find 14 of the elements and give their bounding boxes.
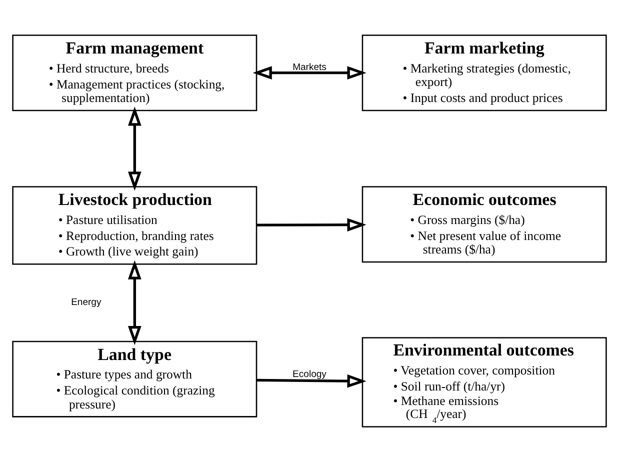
node-box: Environmental outcomes • Vegetation cover, composition • Soil run-off (t/ha/yr) • Methane emissions (CH$_{4}$/year) — [362, 337, 607, 428]
edge-label: Markets — [292, 62, 326, 73]
node-box: Land type • Pasture types and growth • Ecological condition (grazing pressure) — [12, 340, 258, 418]
arrow — [128, 106, 142, 191]
edge-label: Energy — [71, 297, 102, 308]
node-box: Farm marketing • Marketing strategies (domestic, export) • Input costs and product prices — [362, 34, 607, 112]
node-box: Economic outcomes • Gross margins ($/ha) • Net present value of income streams ($/ha) — [362, 186, 607, 263]
arrow — [256, 374, 366, 388]
arrow — [256, 218, 366, 232]
node-box: Livestock production • Pasture utilisation • Reproduction, branding rates • Growth (live weight gain) — [12, 186, 258, 265]
edge-label: Ecology — [292, 369, 326, 380]
node-box: Farm management • Herd structure, breeds • Management practices (stocking, supplementation) — [12, 34, 258, 112]
arrow — [128, 260, 142, 346]
arrow — [252, 66, 366, 80]
